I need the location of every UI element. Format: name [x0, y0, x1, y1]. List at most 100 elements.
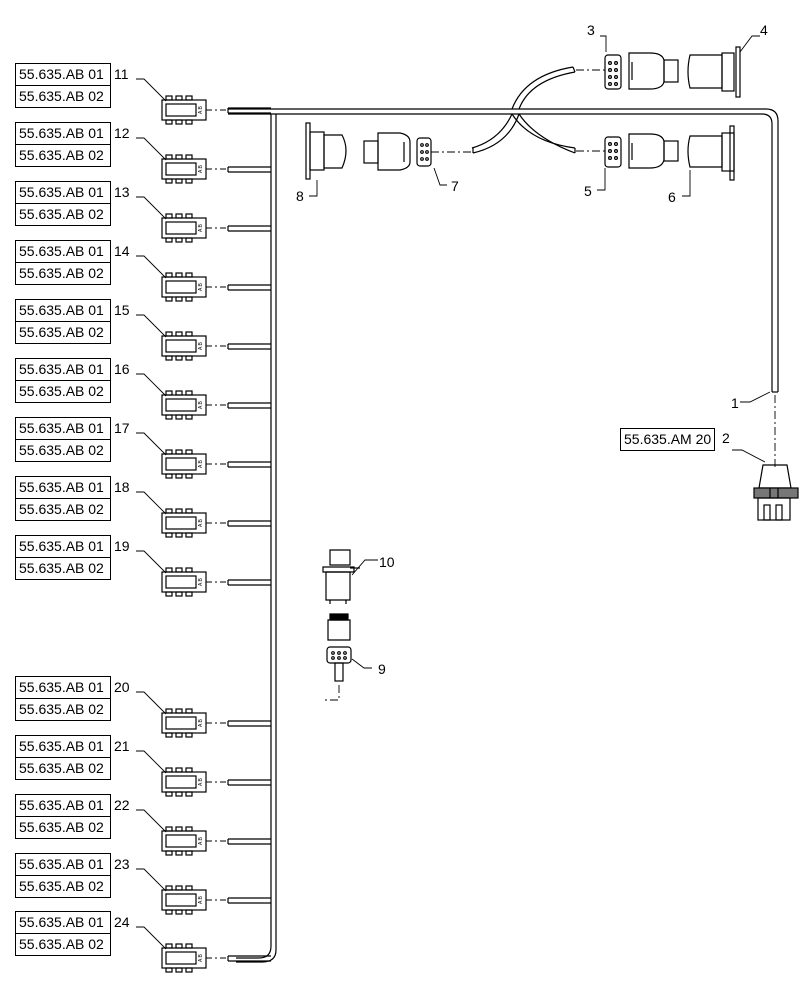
ref-line-2: 55.635.AB 02 — [16, 698, 110, 720]
harness-trunk — [228, 108, 779, 963]
ref-box: 55.635.AB 01 55.635.AB 02 — [15, 911, 111, 956]
branch-callout-number: 23 — [114, 856, 130, 872]
connector-3 — [604, 52, 679, 90]
connector-pin-marks: A B — [198, 224, 204, 232]
connector-pin-marks: A B — [198, 778, 204, 786]
connector-pin-marks: A B — [198, 460, 204, 468]
callout-3: 3 — [587, 22, 595, 38]
ref-line-1: 55.635.AB 01 — [19, 302, 104, 318]
ref-line-1: 55.635.AB 01 — [19, 125, 104, 141]
branch-connector: A B — [136, 137, 271, 184]
ref-line-2: 55.635.AB 02 — [16, 203, 110, 225]
ref-line-2: 55.635.AB 02 — [16, 262, 110, 284]
branch-callout-number: 16 — [114, 361, 130, 377]
connector-pin-marks: A B — [198, 578, 204, 586]
branch-connector: A B — [136, 750, 271, 797]
connector-pin-marks: A B — [198, 719, 204, 727]
callout-8: 8 — [296, 188, 304, 204]
ref-line-1: 55.635.AB 01 — [19, 66, 104, 82]
branch-callout-number: 24 — [114, 914, 130, 930]
branch-connector: A B — [136, 868, 271, 915]
ref-line-2: 55.635.AB 02 — [16, 933, 110, 955]
branch-connector: A B — [136, 926, 271, 973]
connector-7 — [363, 132, 432, 171]
ref-box: 55.635.AB 01 55.635.AB 02 — [15, 476, 111, 521]
center-lines — [322, 69, 776, 701]
ref-box: 55.635.AB 01 55.635.AB 02 — [15, 794, 111, 839]
ref-line-2: 55.635.AB 02 — [16, 380, 110, 402]
ref-box: 55.635.AB 01 55.635.AB 02 — [15, 122, 111, 167]
main-connector-ref: 55.635.AM 20 — [620, 428, 716, 451]
ref-line-1: 55.635.AB 01 — [19, 479, 104, 495]
ref-line-2: 55.635.AB 02 — [16, 875, 110, 897]
connector-2 — [753, 464, 799, 521]
ref-line-1: 55.635.AB 01 — [19, 243, 104, 259]
harness-crossover — [471, 66, 576, 154]
callout-4: 4 — [760, 22, 768, 38]
branch-callout-number: 13 — [114, 184, 130, 200]
branch-connector: A B — [136, 255, 271, 302]
ref-box: 55.635.AB 01 55.635.AB 02 — [15, 417, 111, 462]
branch-callout-number: 19 — [114, 538, 130, 554]
main-connector-ref-text: 55.635.AM 20 — [624, 431, 712, 447]
connector-6 — [687, 125, 735, 181]
callout-1: 1 — [731, 395, 739, 411]
branch-connector: A B — [136, 809, 271, 856]
branch-connector: A B — [136, 550, 271, 597]
ref-line-2: 55.635.AB 02 — [16, 816, 110, 838]
branch-callout-number: 15 — [114, 302, 130, 318]
ref-line-2: 55.635.AB 02 — [16, 321, 110, 343]
ref-line-2: 55.635.AB 02 — [16, 144, 110, 166]
ref-line-1: 55.635.AB 01 — [19, 184, 104, 200]
branch-callout-number: 17 — [114, 420, 130, 436]
ref-line-1: 55.635.AB 01 — [19, 914, 104, 930]
connector-pin-marks: A B — [198, 106, 204, 114]
ref-line-2: 55.635.AB 02 — [16, 439, 110, 461]
branch-connector: A B — [136, 314, 271, 361]
branch-connectors: A B A B A B A B A B A B A B A B A B A B A B A B A B A… — [136, 78, 271, 973]
connector-pin-marks: A B — [198, 165, 204, 173]
branch-connector: A B — [136, 373, 271, 420]
connector-pin-marks: A B — [198, 519, 204, 527]
ref-line-1: 55.635.AB 01 — [19, 738, 104, 754]
branch-callout-number: 11 — [114, 66, 129, 82]
branch-callout-number: 21 — [114, 738, 130, 754]
branch-connector: A B — [136, 491, 271, 538]
ref-box: 55.635.AB 01 55.635.AB 02 — [15, 358, 111, 403]
ref-line-1: 55.635.AB 01 — [19, 797, 104, 813]
connector-10 — [322, 549, 360, 604]
callout-9: 9 — [378, 661, 386, 677]
callout-5: 5 — [584, 183, 592, 199]
connector-4 — [687, 46, 741, 98]
connector-pin-marks: A B — [198, 401, 204, 409]
leader-lines — [309, 35, 771, 669]
ref-box: 55.635.AB 01 55.635.AB 02 — [15, 535, 111, 580]
ref-line-1: 55.635.AB 01 — [19, 679, 104, 695]
branch-callout-number: 14 — [114, 243, 130, 259]
ref-line-1: 55.635.AB 01 — [19, 420, 104, 436]
ref-box: 55.635.AB 01 55.635.AB 02 — [15, 676, 111, 721]
ref-line-1: 55.635.AB 01 — [19, 361, 104, 377]
connector-9 — [326, 613, 352, 682]
ref-line-1: 55.635.AB 01 — [19, 538, 104, 554]
ref-line-2: 55.635.AB 02 — [16, 557, 110, 579]
branch-callout-number: 20 — [114, 679, 130, 695]
ref-box: 55.635.AB 01 55.635.AB 02 — [15, 63, 111, 108]
branch-connector: A B — [136, 432, 271, 479]
connector-5 — [604, 133, 679, 169]
callout-2: 2 — [722, 430, 730, 446]
callout-7: 7 — [451, 178, 459, 194]
ref-line-2: 55.635.AB 02 — [16, 85, 110, 107]
callout-10: 10 — [379, 554, 395, 570]
ref-line-2: 55.635.AB 02 — [16, 498, 110, 520]
branch-connector: A B — [136, 78, 271, 125]
branch-connector: A B — [136, 196, 271, 243]
connector-pin-marks: A B — [198, 283, 204, 291]
branch-callout-number: 22 — [114, 797, 130, 813]
branch-callout-number: 12 — [114, 125, 130, 141]
branch-callout-number: 18 — [114, 479, 130, 495]
connector-pin-marks: A B — [198, 342, 204, 350]
